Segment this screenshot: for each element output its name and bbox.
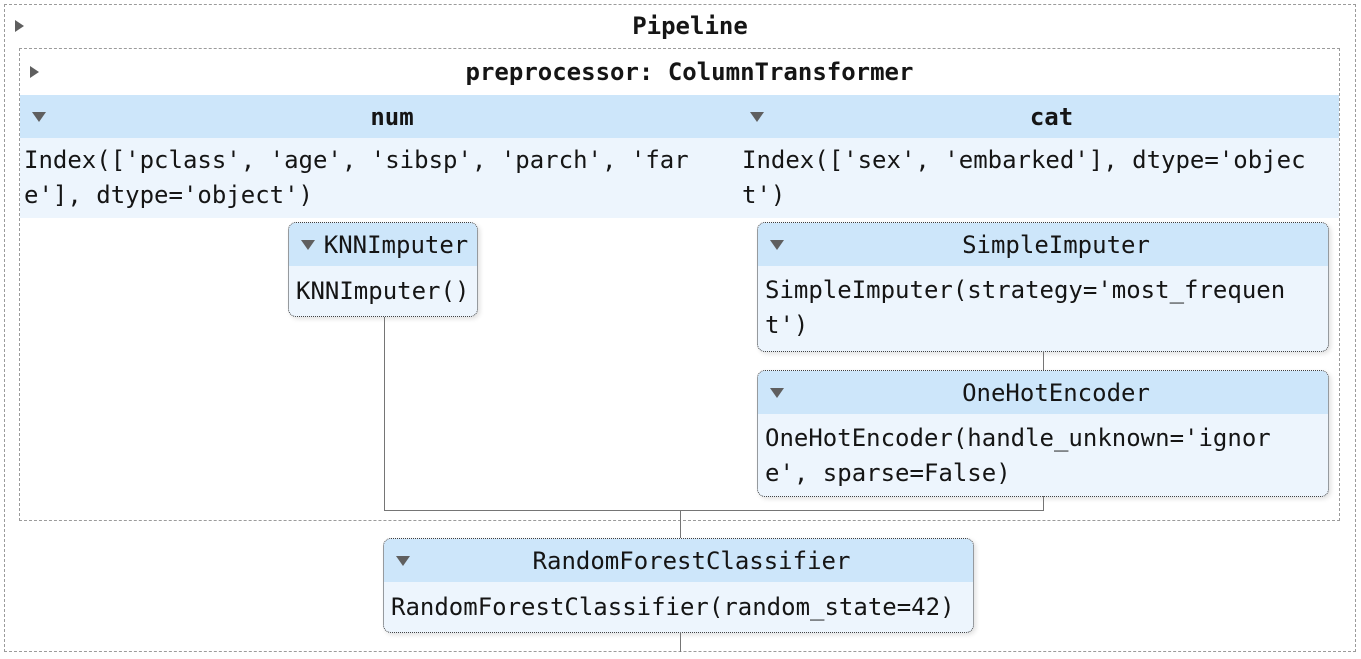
preprocessor-title[interactable]: preprocessor: ColumnTransformer bbox=[465, 57, 914, 86]
connector-line-to-classifier bbox=[680, 510, 681, 538]
simpleimputer-toggle-down-icon[interactable] bbox=[770, 239, 784, 250]
connector-line-join-horizontal bbox=[384, 510, 1044, 511]
knnimputer-toggle-down-icon[interactable] bbox=[301, 239, 315, 250]
num-columns-index: Index(['pclass', 'age', 'sibsp', 'parch'… bbox=[24, 146, 689, 209]
randomforest-label[interactable]: RandomForestClassifier bbox=[532, 546, 851, 575]
knnimputer-label[interactable]: KNNImputer bbox=[323, 230, 469, 259]
column-transformer-container bbox=[19, 48, 1340, 521]
cat-columns-content bbox=[738, 138, 1339, 218]
simpleimputer-params: SimpleImputer(strategy='most_frequent') bbox=[765, 276, 1286, 339]
cat-column-header[interactable]: cat bbox=[738, 95, 1339, 138]
onehotencoder-header[interactable]: OneHotEncoder bbox=[758, 371, 1328, 414]
onehotencoder-params: OneHotEncoder(handle_unknown='ignore', s… bbox=[765, 424, 1271, 487]
connector-line-knnimputer bbox=[384, 317, 385, 510]
simpleimputer-header[interactable]: SimpleImputer bbox=[758, 223, 1328, 266]
randomforest-params: RandomForestClassifier(random_state=42) bbox=[391, 593, 955, 621]
pipeline-label[interactable]: Pipeline bbox=[4, 4, 1356, 48]
cat-columns-index: Index(['sex', 'embarked'], dtype='object… bbox=[742, 146, 1306, 209]
pipeline-toggle-right-icon[interactable] bbox=[15, 20, 24, 32]
num-columns-content bbox=[20, 138, 738, 218]
connector-line-imputer-encoder bbox=[1043, 351, 1044, 370]
simpleimputer-box: SimpleImputer bbox=[757, 222, 1329, 352]
preprocessor-label[interactable]: preprocessor: ColumnTransformer bbox=[19, 48, 1340, 95]
randomforest-toggle-down-icon[interactable] bbox=[396, 555, 410, 566]
knnimputer-params: KNNImputer() bbox=[296, 277, 470, 305]
simpleimputer-label[interactable]: SimpleImputer bbox=[962, 230, 1150, 259]
knnimputer-header[interactable]: KNNImputer bbox=[289, 223, 477, 266]
cat-toggle-down-icon[interactable] bbox=[750, 111, 764, 122]
num-column-header[interactable]: num bbox=[20, 95, 738, 138]
pipeline-title[interactable]: Pipeline bbox=[632, 12, 748, 40]
num-column-label[interactable]: num bbox=[370, 102, 414, 131]
onehotencoder-box: OneHotEncoder bbox=[757, 370, 1329, 497]
knnimputer-box: KNNImputer bbox=[288, 222, 478, 317]
onehotencoder-label[interactable]: OneHotEncoder bbox=[962, 378, 1150, 407]
connector-line-onehotencoder bbox=[1043, 496, 1044, 510]
randomforest-header[interactable]: RandomForestClassifier bbox=[384, 539, 973, 582]
onehotencoder-toggle-down-icon[interactable] bbox=[770, 387, 784, 398]
randomforest-box: RandomForestClassifier bbox=[383, 538, 974, 633]
connector-line-pipeline-output bbox=[680, 632, 681, 652]
num-toggle-down-icon[interactable] bbox=[32, 111, 46, 122]
preprocessor-toggle-right-icon[interactable] bbox=[30, 65, 39, 78]
cat-column-label[interactable]: cat bbox=[1029, 102, 1074, 131]
